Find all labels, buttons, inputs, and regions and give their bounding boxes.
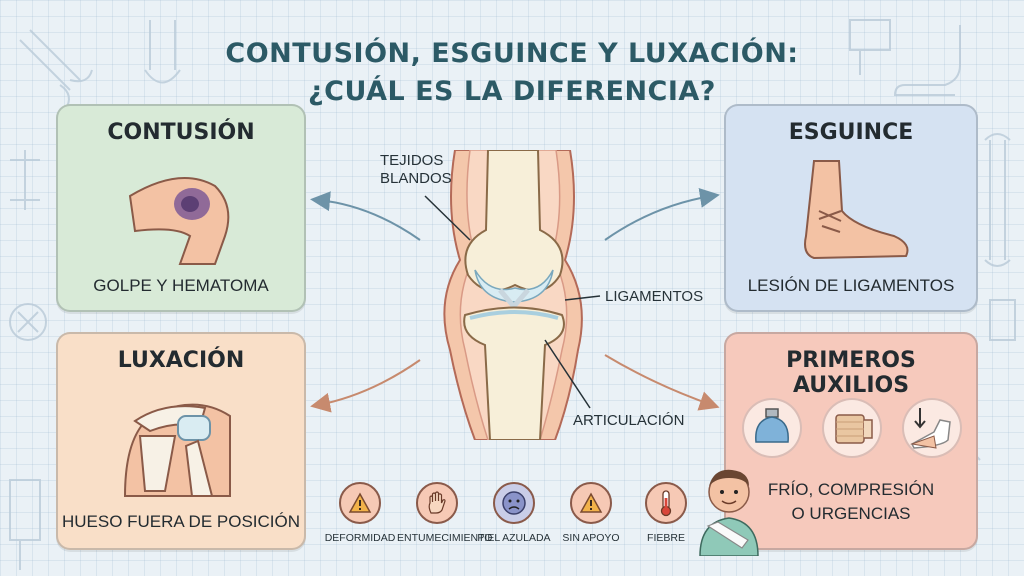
card-contusion: CONTUSIÓN GOLPE Y HEMATOMA (56, 104, 306, 312)
thermometer-icon (645, 482, 687, 524)
arrow-to-luxacion (310, 359, 421, 413)
card-esguince-caption: LESIÓN DE LIGAMENTOS (747, 276, 955, 295)
arrow-to-contusion (310, 191, 421, 241)
knee-anatomy-illustration (443, 150, 583, 440)
label-articulacion: ARTICULACIÓN (573, 412, 685, 429)
page-title-line2: ¿CUÁL ES LA DIFERENCIA? (308, 76, 716, 107)
page-title-line1: CONTUSIÓN, ESGUINCE Y LUXACIÓN: (225, 38, 799, 69)
card-luxacion-title: LUXACIÓN (117, 348, 245, 373)
card-auxilios-caption-line1: FRÍO, COMPRESIÓN (767, 480, 935, 499)
card-esguince-title: ESGUINCE (788, 120, 914, 145)
sad-face-icon (493, 482, 535, 524)
symptom-label: PIEL AZULADA (477, 532, 551, 544)
symptom-deformidad: DEFORMIDAD (320, 482, 400, 544)
patient-arm-sling-illustration (699, 469, 759, 556)
arrow-to-auxilios (604, 354, 720, 411)
hand-icon (416, 482, 458, 524)
label-ligamentos: LIGAMENTOS (605, 288, 704, 305)
dislocated-shoulder-icon (123, 403, 231, 497)
elevated-foot-icon (902, 398, 962, 458)
symptom-label: FIEBRE (647, 532, 685, 544)
card-luxacion-caption: HUESO FUERA DE POSICIÓN (61, 512, 301, 531)
card-primeros-auxilios: PRIMEROS AUXILIOS FRÍO, COMPRESIÓN O URG… (724, 332, 978, 550)
warning-icon (570, 482, 612, 524)
card-luxacion: LUXACIÓN HUESO FUERA DE POSICIÓN (56, 332, 306, 550)
label-tejidos-line1: TEJIDOS (380, 152, 444, 169)
card-contusion-caption: GOLPE Y HEMATOMA (93, 276, 269, 295)
card-auxilios-caption-line2: O URGENCIAS (791, 504, 911, 523)
symptom-entumecimiento: ENTUMECIMIENTO (397, 482, 493, 544)
symptom-label: DEFORMIDAD (324, 532, 396, 544)
card-contusion-title: CONTUSIÓN (107, 120, 255, 145)
warning-icon (339, 482, 381, 524)
ice-pack-icon (742, 398, 802, 458)
sprained-foot-icon (804, 160, 909, 260)
symptom-piel-azulada: PIEL AZULADA (474, 482, 554, 544)
symptom-label: ENTUMECIMIENTO (397, 532, 493, 544)
arrow-to-esguince (604, 187, 720, 241)
symptom-fiebre: FIEBRE (626, 482, 706, 544)
symptom-sin-apoyo: SIN APOYO (551, 482, 631, 544)
card-esguince: ESGUINCE LESIÓN DE LIGAMENTOS (724, 104, 978, 312)
label-tejidos-line2: BLANDOS (380, 170, 452, 187)
bandage-roll-icon (822, 398, 882, 458)
card-auxilios-title: PRIMEROS AUXILIOS (786, 348, 916, 398)
bruised-knee-icon (128, 177, 230, 265)
symptom-label: SIN APOYO (562, 532, 620, 544)
